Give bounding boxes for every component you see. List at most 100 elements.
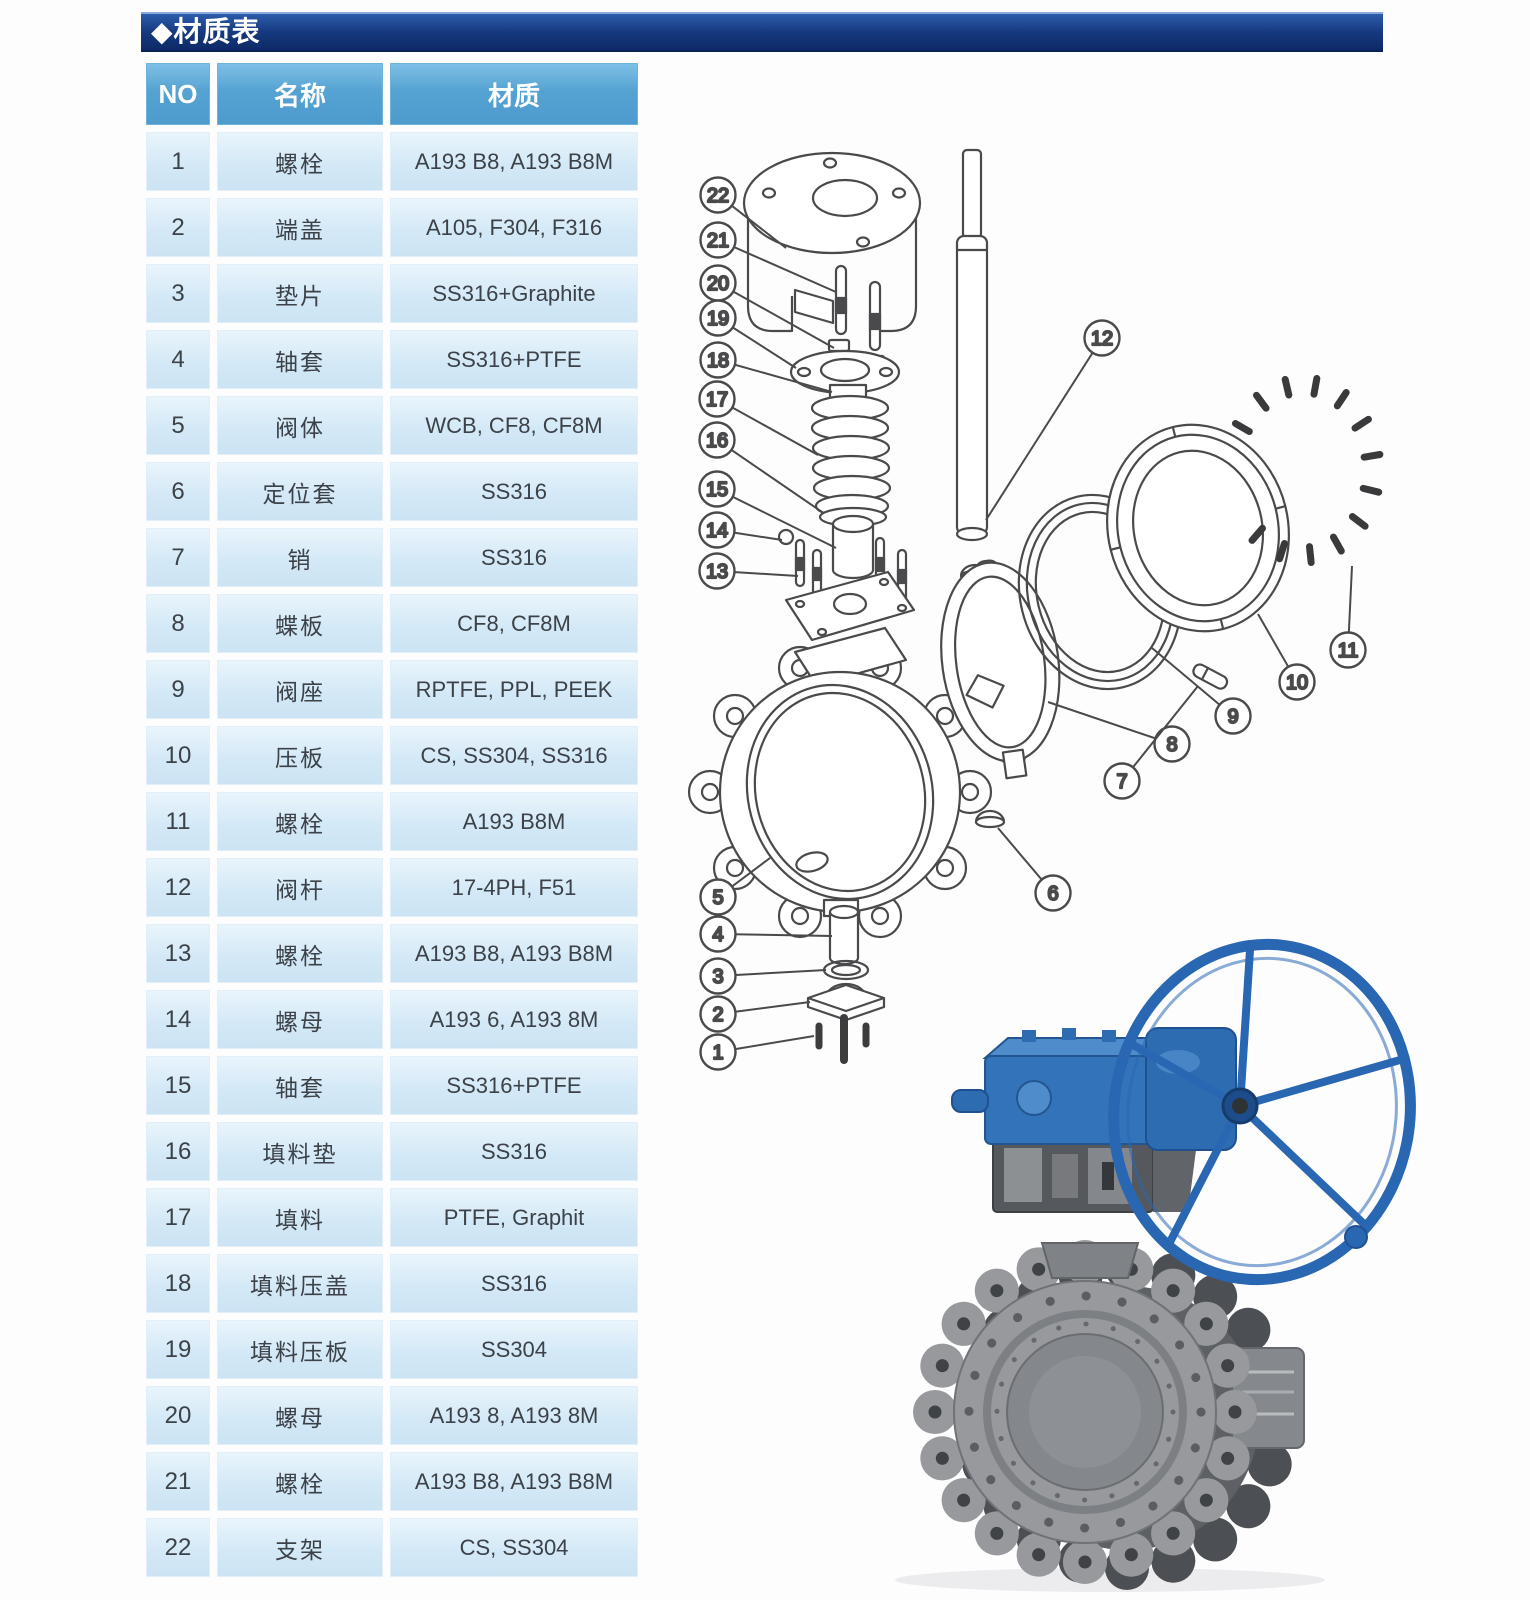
row-name: 蝶板 bbox=[217, 594, 383, 653]
callout-number: 6 bbox=[1047, 883, 1058, 905]
callout-leader-line bbox=[716, 398, 819, 456]
table-header-name: 名称 bbox=[217, 63, 383, 125]
row-material: A193 B8M bbox=[390, 792, 638, 851]
row-material: SS316 bbox=[390, 462, 638, 521]
row-no: 2 bbox=[146, 198, 210, 257]
row-no: 5 bbox=[146, 396, 210, 455]
table-header-material: 材质 bbox=[390, 63, 638, 125]
callout-number: 3 bbox=[712, 966, 723, 988]
callout-circle bbox=[1034, 874, 1072, 912]
part-stem bbox=[955, 148, 989, 542]
retainer-screw bbox=[1252, 391, 1270, 412]
row-name: 轴套 bbox=[217, 330, 383, 389]
callout-number: 17 bbox=[706, 389, 728, 411]
row-no: 6 bbox=[146, 462, 210, 521]
row-name: 螺栓 bbox=[217, 792, 383, 851]
retainer-screw bbox=[1231, 420, 1253, 435]
part-plate-bolts bbox=[777, 528, 916, 642]
callout-number: 9 bbox=[1227, 706, 1238, 728]
valve-photo-illustration bbox=[895, 938, 1416, 1592]
retainer-screw bbox=[1360, 450, 1384, 461]
row-name: 螺母 bbox=[217, 1386, 383, 1445]
row-no: 11 bbox=[146, 792, 210, 851]
part-retainer-ring bbox=[1106, 423, 1290, 633]
row-no: 8 bbox=[146, 594, 210, 653]
callout-circle bbox=[1083, 319, 1121, 357]
part-bracket bbox=[742, 151, 922, 333]
row-material: SS316 bbox=[390, 528, 638, 587]
callout-number: 14 bbox=[706, 520, 728, 542]
row-name: 销 bbox=[217, 528, 383, 587]
callout-circle bbox=[699, 957, 737, 995]
callout-circle bbox=[699, 878, 737, 916]
row-name: 压板 bbox=[217, 726, 383, 785]
callout-circle bbox=[699, 176, 737, 214]
section-title: ◆材质表 bbox=[151, 16, 261, 47]
row-material: 17-4PH, F51 bbox=[390, 858, 638, 917]
row-material: PTFE, Graphit bbox=[390, 1188, 638, 1247]
row-material: SS316+PTFE bbox=[390, 330, 638, 389]
callout-circle bbox=[699, 915, 737, 953]
row-name: 阀杆 bbox=[217, 858, 383, 917]
row-no: 10 bbox=[146, 726, 210, 785]
row-name: 螺母 bbox=[217, 990, 383, 1049]
callout-number: 5 bbox=[712, 887, 723, 909]
callout-number: 21 bbox=[707, 230, 729, 252]
callout-circle bbox=[1103, 762, 1141, 800]
row-name: 端盖 bbox=[217, 198, 383, 257]
row-material: WCB, CF8, CF8M bbox=[390, 396, 638, 455]
row-name: 填料压盖 bbox=[217, 1254, 383, 1313]
retainer-screw bbox=[1348, 513, 1369, 530]
row-no: 7 bbox=[146, 528, 210, 587]
callout-leader-line bbox=[717, 359, 833, 393]
retainer-screw bbox=[1351, 415, 1372, 432]
row-material: A193 6, A193 8M bbox=[390, 990, 638, 1049]
row-no: 15 bbox=[146, 1056, 210, 1115]
table-header-row: NO 名称 材质 bbox=[146, 63, 638, 125]
part-packing-rings bbox=[810, 394, 892, 528]
row-name: 螺栓 bbox=[217, 924, 383, 983]
row-name: 定位套 bbox=[217, 462, 383, 521]
callout-circle bbox=[1278, 663, 1316, 701]
row-no: 20 bbox=[146, 1386, 210, 1445]
callout-leader-line bbox=[985, 337, 1103, 521]
callout-number: 1 bbox=[712, 1042, 723, 1064]
row-name: 阀体 bbox=[217, 396, 383, 455]
table-header-no: NO bbox=[146, 63, 210, 125]
row-name: 螺栓 bbox=[217, 1452, 383, 1511]
callout-number: 4 bbox=[712, 924, 723, 946]
retainer-screw bbox=[1359, 484, 1383, 496]
callout-number: 7 bbox=[1116, 771, 1127, 793]
row-no: 19 bbox=[146, 1320, 210, 1379]
row-material: A193 B8, A193 B8M bbox=[390, 924, 638, 983]
row-no: 9 bbox=[146, 660, 210, 719]
row-no: 3 bbox=[146, 264, 210, 323]
row-material: RPTFE, PPL, PEEK bbox=[390, 660, 638, 719]
row-name: 轴套 bbox=[217, 1056, 383, 1115]
callout-circle bbox=[1153, 725, 1191, 763]
row-material: CS, SS304 bbox=[390, 1518, 638, 1577]
row-material: SS316+PTFE bbox=[390, 1056, 638, 1115]
row-name: 阀座 bbox=[217, 660, 383, 719]
callout-number: 11 bbox=[1338, 640, 1359, 662]
callout-circle bbox=[1329, 631, 1367, 669]
row-no: 21 bbox=[146, 1452, 210, 1511]
callout-number: 16 bbox=[706, 430, 728, 452]
row-name: 填料 bbox=[217, 1188, 383, 1247]
row-no: 18 bbox=[146, 1254, 210, 1313]
row-material: A193 8, A193 8M bbox=[390, 1386, 638, 1445]
row-name: 填料垫 bbox=[217, 1122, 383, 1181]
row-no: 13 bbox=[146, 924, 210, 983]
row-material: SS304 bbox=[390, 1320, 638, 1379]
